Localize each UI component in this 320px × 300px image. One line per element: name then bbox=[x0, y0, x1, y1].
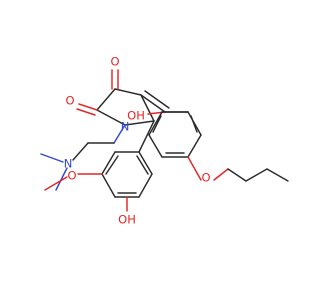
bond-butyl-1 bbox=[227, 168, 247, 182]
bond-p-inner1 bbox=[190, 115, 198, 133]
bond-o-butyl bbox=[213, 168, 229, 181]
molecule-diagram: O O OH N N O O OH bbox=[40, 54, 289, 227]
methoxy-oxygen-label: O bbox=[67, 169, 76, 183]
ring-nitrogen-label: N bbox=[121, 120, 130, 134]
bond-c3-c4 bbox=[114, 88, 142, 96]
bond-a6 bbox=[138, 151, 153, 175]
bond-p-inner3 bbox=[152, 115, 162, 133]
ketone-oxygen-label: O bbox=[110, 55, 119, 69]
bond-c2-o-lactam-a bbox=[78, 103, 98, 111]
phenol-oh-label: OH bbox=[118, 213, 136, 227]
bond-methoxy-ch3 bbox=[44, 176, 68, 191]
bond-a5 bbox=[138, 173, 153, 198]
bond-c5-n bbox=[124, 120, 155, 126]
bond-a2 bbox=[101, 151, 116, 175]
atom-labels: O O OH N N O O OH bbox=[64, 55, 211, 227]
bond-c2-c3 bbox=[96, 88, 116, 111]
bond-c5-aryl bbox=[138, 120, 155, 153]
chemical-structure: O O OH N N O O OH bbox=[40, 55, 289, 227]
bonds bbox=[40, 69, 289, 212]
dimethylamino-nitrogen-label: N bbox=[64, 157, 73, 171]
bond-n-ch2 bbox=[113, 124, 126, 144]
bond-c2-o-lactam-b bbox=[76, 108, 96, 116]
bond-c4-c5 bbox=[140, 94, 155, 122]
bond-p5 bbox=[148, 111, 163, 136]
bond-nme-2 bbox=[55, 167, 68, 191]
bond-butyl-2 bbox=[245, 168, 268, 182]
bond-n-c2 bbox=[96, 109, 126, 126]
enol-oh-label: OH bbox=[127, 109, 145, 123]
bond-a3 bbox=[101, 173, 116, 198]
bond-a-inner1 bbox=[105, 155, 119, 175]
butoxy-oxygen-label: O bbox=[201, 171, 210, 185]
bond-c4-c-exo-b bbox=[144, 90, 170, 109]
bond-a-inner3 bbox=[136, 155, 149, 175]
bond-p2 bbox=[187, 134, 202, 158]
bond-butyl-3 bbox=[266, 168, 289, 182]
bond-nme-1 bbox=[40, 153, 64, 163]
bond-c4-c-exo-a bbox=[140, 94, 166, 113]
lactam-oxygen-label: O bbox=[65, 94, 74, 108]
bond-p4 bbox=[148, 134, 163, 158]
bond-aryl-o-butoxy bbox=[187, 156, 202, 181]
bond-ch2-n-dimethyl bbox=[72, 142, 89, 161]
